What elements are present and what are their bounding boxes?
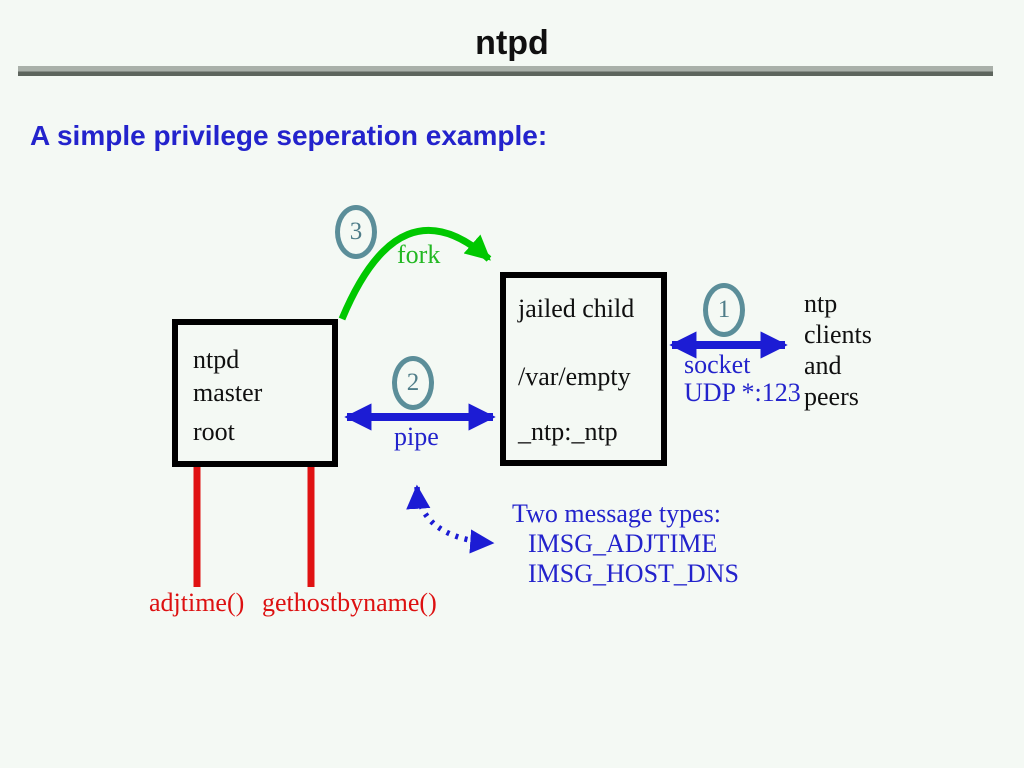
message-types-heading: Two message types: xyxy=(512,499,722,528)
message-types-block: Two message types: IMSG_ADJTIME IMSG_HOS… xyxy=(512,499,739,589)
message-type-item: IMSG_ADJTIME xyxy=(528,529,718,558)
peers-label-line: and xyxy=(804,351,842,380)
jailed-child-box: jailed child /var/empty _ntp:_ntp xyxy=(500,272,667,466)
master-box-line: root xyxy=(193,417,235,446)
step-number: 1 xyxy=(717,296,731,323)
fork-label: fork xyxy=(397,240,441,269)
message-type-item: IMSG_HOST_DNS xyxy=(528,559,739,588)
master-box-line: master xyxy=(193,378,263,407)
fork-arrow xyxy=(338,226,492,321)
slide-title: ntpd xyxy=(475,24,549,62)
peers-label-line: peers xyxy=(804,382,859,411)
message-flow-dotted-arrow xyxy=(406,484,495,554)
slide-subtitle: A simple privilege seperation example: xyxy=(30,120,548,151)
child-box-line: jailed child xyxy=(518,294,635,323)
master-box-line: ntpd xyxy=(193,345,240,374)
step-badge-pipe: 2 xyxy=(392,356,434,410)
step-badge-socket: 1 xyxy=(703,283,745,337)
peers-label-line: clients xyxy=(804,320,872,349)
child-box-line: /var/empty xyxy=(518,362,631,391)
child-box-line: _ntp:_ntp xyxy=(518,417,618,446)
socket-label-line: socket xyxy=(684,350,751,379)
ntp-clients-peers-label: ntp clients and peers xyxy=(804,288,872,412)
socket-label: socket UDP *:123 xyxy=(684,351,801,407)
socket-udp-port-label: UDP *:123 xyxy=(684,378,801,407)
adjtime-syscall-label: adjtime() xyxy=(149,588,245,617)
step-badge-fork: 3 xyxy=(335,205,377,259)
step-number: 2 xyxy=(406,369,420,396)
gethostbyname-syscall-label: gethostbyname() xyxy=(262,588,437,617)
ntpd-master-box: ntpd master root xyxy=(172,319,338,467)
pipe-label: pipe xyxy=(394,422,439,451)
peers-label-line: ntp xyxy=(804,289,838,318)
step-number: 3 xyxy=(349,218,363,245)
title-divider xyxy=(18,66,993,76)
